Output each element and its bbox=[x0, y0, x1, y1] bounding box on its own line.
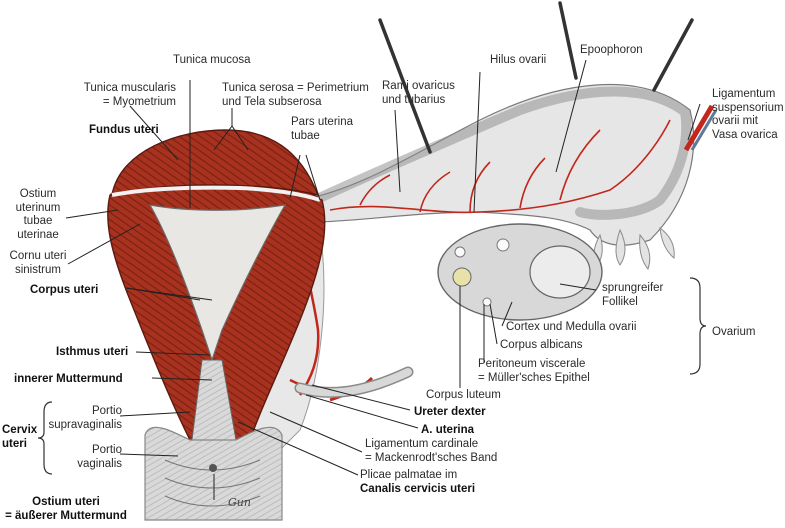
label-lig-cardinale: Ligamentum cardinale = Mackenrodt'sches … bbox=[365, 438, 498, 464]
corpus-luteum bbox=[452, 267, 472, 287]
fimbriae bbox=[593, 226, 675, 271]
label-cervix-uteri: Cervix uteri bbox=[2, 424, 38, 450]
label-plicae-palmatae: Plicae palmatae im bbox=[360, 469, 458, 481]
label-ovarium: Ovarium bbox=[712, 326, 756, 338]
label-ureter-dexter: Ureter dexter bbox=[414, 406, 486, 418]
label-corpus-albicans: Corpus albicans bbox=[500, 339, 583, 351]
ovarian-vessels bbox=[683, 104, 715, 152]
mature-follicle bbox=[529, 245, 591, 299]
label-tunica-serosa: Tunica serosa = Perimetrium und Tela sub… bbox=[222, 82, 369, 108]
label-peritoneum: Peritoneum viscerale = Müller'sches Epit… bbox=[478, 358, 590, 384]
label-ostium-uterinum: Ostium uterinum tubae uterinae bbox=[15, 188, 61, 241]
external-os bbox=[209, 464, 217, 472]
label-sprungreifer-follikel: sprungreifer Follikel bbox=[602, 282, 664, 308]
fundus bbox=[111, 129, 320, 197]
label-canalis-cervicis: Canalis cervicis uteri bbox=[360, 483, 476, 495]
label-tunica-mucosa: Tunica mucosa bbox=[173, 54, 251, 66]
artist-signature: Gun bbox=[228, 496, 251, 509]
label-portio-vaginalis: Portio vaginalis bbox=[77, 444, 122, 470]
leader-lines bbox=[65, 59, 701, 500]
label-innerer-muttermund: innerer Muttermund bbox=[14, 373, 123, 385]
label-a-uterina: A. uterina bbox=[421, 424, 475, 436]
label-rami: Rami ovaricus und tubarius bbox=[382, 80, 455, 106]
vagina bbox=[144, 426, 283, 521]
label-cornu-uteri: Cornu uteri sinistrum bbox=[9, 250, 67, 276]
label-hilus-ovarii: Hilus ovarii bbox=[490, 54, 547, 66]
label-tunica-muscularis: Tunica muscularis = Myometrium bbox=[83, 82, 176, 108]
uterine-cavity bbox=[148, 204, 287, 362]
ovarian-tubal-vessels bbox=[329, 119, 671, 214]
label-isthmus-uteri: Isthmus uteri bbox=[56, 346, 129, 358]
label-corpus-uteri: Corpus uteri bbox=[30, 284, 99, 296]
clamp-rods bbox=[378, 1, 694, 154]
ovarium-brace bbox=[689, 277, 707, 375]
cervix-brace bbox=[37, 401, 53, 475]
label-pars-uterina: Pars uterina tubae bbox=[291, 116, 354, 142]
label-epoophoron: Epoophoron bbox=[580, 44, 643, 56]
label-ostium-uteri: Ostium uteri = äußerer Muttermund bbox=[5, 496, 127, 522]
label-corpus-luteum: Corpus luteum bbox=[426, 389, 501, 401]
label-fundus-uteri: Fundus uteri bbox=[89, 124, 159, 136]
label-cortex-medulla: Cortex und Medulla ovarii bbox=[506, 321, 637, 333]
label-portio-supravaginalis: Portio supravaginalis bbox=[48, 405, 122, 431]
label-lig-suspensorium: Ligamentum suspensorium ovarii mit Vasa … bbox=[712, 88, 784, 141]
